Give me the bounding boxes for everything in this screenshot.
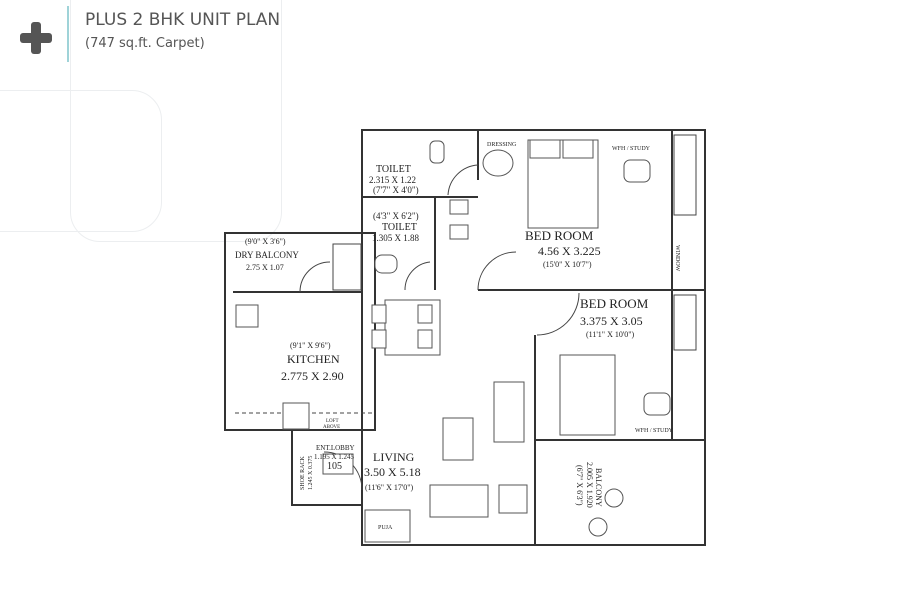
dry-balcony-metric: 2.75 X 1.07: [246, 263, 284, 272]
balcony-name: BALCONY: [594, 468, 603, 507]
living-imperial: (11'6" X 17'0"): [365, 483, 414, 492]
toilet2-name: TOILET: [382, 222, 417, 233]
bedroom1-study: WFH / STUDY: [612, 146, 651, 152]
kitchen-name: KITCHEN: [287, 352, 340, 366]
living-metric: 3.50 X 5.18: [364, 465, 421, 479]
puja-label: PUJA: [378, 525, 393, 531]
bedroom1-imperial: (15'0" X 10'7"): [543, 260, 592, 269]
toilet2-imperial: (4'3" X 6'2"): [373, 211, 419, 221]
background-shape: [0, 90, 162, 232]
dry-balcony-imperial: (9'0" X 3'6"): [245, 237, 286, 246]
loft-above-label: ABOVE: [323, 425, 340, 430]
kitchen-imperial: (9'1" X 9'6"): [290, 341, 331, 350]
living-name: LIVING: [373, 450, 415, 464]
page-title: PLUS 2 BHK UNIT PLAN: [85, 10, 281, 30]
doors: [299, 164, 580, 491]
plus-icon[interactable]: [20, 22, 52, 54]
ent-lobby-metric: 1.195 X 1.245: [314, 453, 355, 461]
toilet1-imperial: (7'7" X 4'0"): [373, 185, 419, 195]
windows: [332, 134, 697, 351]
ent-lobby-name: ENT.LOBBY: [316, 444, 355, 452]
page-subtitle: (747 sq.ft. Carpet): [85, 36, 205, 51]
furniture: [235, 139, 671, 543]
bedroom2-study: WFH / STUDY: [635, 428, 674, 434]
bedroom1-window: WINDOW: [674, 245, 680, 272]
kitchen-metric: 2.775 X 2.90: [281, 369, 344, 383]
dry-balcony-name: DRY BALCONY: [235, 250, 299, 260]
background-shape: [70, 0, 282, 242]
toilet1-metric: 2.315 X 1.22: [369, 175, 416, 185]
shoe-rack-name: SHOE RACK: [300, 455, 306, 490]
shoe-rack-metric: 1.245 X 0.375: [308, 456, 314, 490]
dressing-label: DRESSING: [487, 142, 517, 148]
loft-label: LOFT: [326, 419, 339, 424]
header-divider: [67, 6, 69, 62]
balcony-imperial: (6'7" X 6'3"): [575, 465, 584, 506]
bedroom2-imperial: (11'1" X 10'0"): [586, 330, 635, 339]
bedroom2-name: BED ROOM: [580, 296, 649, 311]
toilet2-metric: 1.305 X 1.88: [372, 233, 419, 243]
balcony-metric: 2.005 X 1.920: [585, 462, 594, 508]
walls: [224, 129, 706, 546]
bedroom2-metric: 3.375 X 3.05: [580, 314, 643, 328]
toilet1-name: TOILET: [376, 164, 411, 175]
bedroom1-metric: 4.56 X 3.225: [538, 244, 601, 258]
bedroom1-name: BED ROOM: [525, 228, 594, 243]
unit-number: 105: [327, 461, 342, 472]
